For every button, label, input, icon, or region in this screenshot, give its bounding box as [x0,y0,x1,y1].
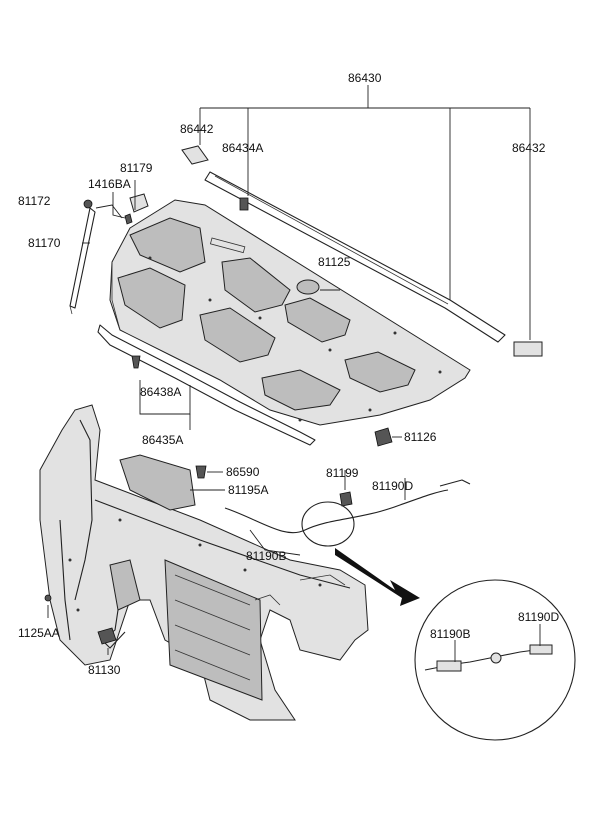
latch-81130 [97,627,117,645]
detail-label-81190D: 81190D [518,610,559,624]
hood-front-seal [97,324,316,446]
weatherstrip-assembly [181,85,543,357]
leader-lines [47,180,402,655]
label-86438A: 86438A [140,385,181,399]
cover-86432 [513,341,543,357]
label-1416BA: 1416BA [88,177,131,191]
label-86590: 86590 [226,465,260,479]
detail-circle-small [301,501,355,547]
hood-panel [97,199,471,446]
holder-81179 [129,193,149,213]
bracket-81195A [119,454,196,511]
label-81172: 81172 [18,194,51,208]
label-86432: 86432 [512,141,546,155]
clip-86438A [131,355,141,369]
label-81190B: 81190B [246,549,286,563]
hood-stay [69,193,149,315]
latch-body [109,559,141,611]
bolt-1416BA [124,213,133,225]
label-81199: 81199 [326,466,359,480]
label-81179: 81179 [120,161,153,175]
clip-81199 [339,491,353,507]
label-81170: 81170 [28,236,61,250]
label-81195A: 81195A [228,483,268,497]
label-81126: 81126 [404,430,437,444]
clip-86442 [181,145,209,165]
part-labels: 86430 86442 86434A 86432 81179 1416BA 81… [18,71,559,677]
hood-pad [296,279,320,295]
release-cable [224,478,471,547]
label-86435A: 86435A [142,433,183,447]
label-86434A: 86434A [222,141,263,155]
label-81190D: 81190D [372,479,413,493]
label-86442: 86442 [180,122,214,136]
label-81130: 81130 [88,663,121,677]
bolt-86590 [195,465,207,479]
front-frame [39,404,369,721]
grommet-81172 [83,199,93,209]
bolt-1125AA [44,594,52,602]
bumper-86434A [239,197,249,211]
label-1125AA: 1125AA [18,626,60,640]
detail-label-81190B: 81190B [430,627,470,641]
label-86430: 86430 [348,71,382,85]
cable-detail [414,579,576,741]
detail-arrow [335,548,420,606]
label-81125: 81125 [318,255,351,269]
clip-81126 [374,427,393,447]
